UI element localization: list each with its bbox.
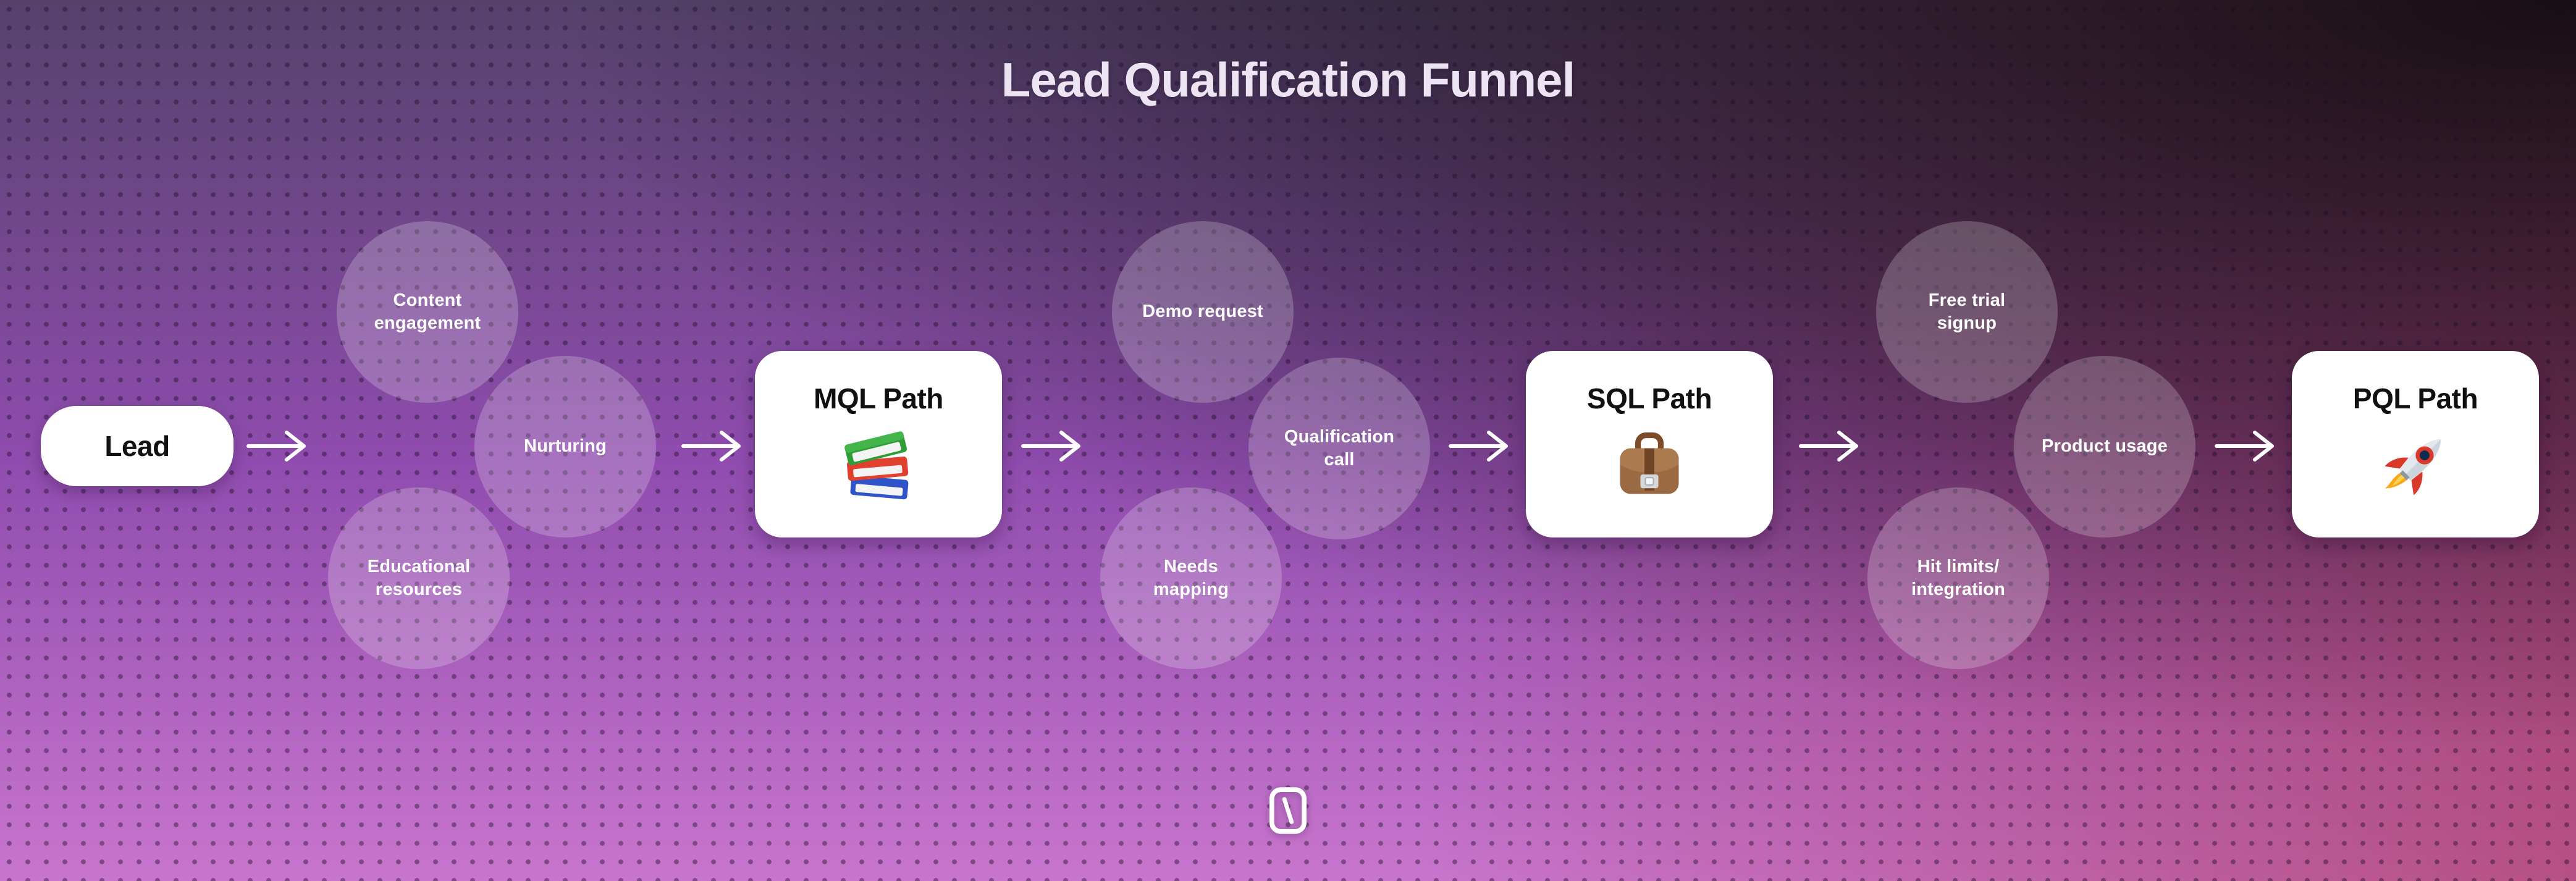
right-arrow-icon <box>1021 431 1080 462</box>
right-arrow-icon <box>681 431 741 462</box>
signal-label: Demo request <box>1142 301 1263 322</box>
napkin-logo-icon <box>1269 787 1307 834</box>
node-lead: Lead <box>41 406 234 486</box>
books-icon <box>844 431 909 500</box>
signal-bubble-educational-resources: Educational resources <box>328 487 510 669</box>
signal-bubble-qualification-call: Qualification call <box>1248 358 1430 539</box>
signal-label: Product usage <box>2041 436 2168 457</box>
signal-bubble-needs-mapping: Needs mapping <box>1100 487 1282 669</box>
signal-label: Educational resources <box>367 556 471 599</box>
card-title: SQL Path <box>1586 382 1712 415</box>
right-arrow-icon <box>1449 431 1508 462</box>
signal-bubble-free-trial-signup: Free trial signup <box>1876 221 2058 403</box>
right-arrow-icon <box>2215 431 2274 462</box>
card-title: PQL Path <box>2352 382 2478 415</box>
right-arrow-icon <box>1799 431 1858 462</box>
signal-bubble-demo-request: Demo request <box>1112 221 1294 403</box>
node-lead-label: Lead <box>104 430 170 462</box>
right-arrow-icon <box>246 431 306 462</box>
signal-label: Content engagement <box>374 290 481 333</box>
signal-bubble-nurturing: Nurturing <box>474 356 656 537</box>
card-mql-path: MQL Path <box>755 351 1002 537</box>
briefcase-icon <box>1620 432 1679 494</box>
rocket-icon <box>2384 439 2441 495</box>
card-sql-path: SQL Path <box>1526 351 1773 537</box>
signal-label: Free trial signup <box>1928 290 2006 333</box>
signal-label: Qualification call <box>1284 426 1395 470</box>
signal-bubble-product-usage: Product usage <box>2014 356 2195 537</box>
signal-label: Needs mapping <box>1153 556 1229 599</box>
signal-bubble-content-engagement: Content engagement <box>337 221 518 403</box>
page-title: Lead Qualification Funnel <box>1001 53 1575 107</box>
signal-label: Hit limits/ integration <box>1911 556 2006 599</box>
card-title: MQL Path <box>814 382 943 415</box>
signal-bubble-hit-limits-integration: Hit limits/ integration <box>1867 487 2049 669</box>
signal-label: Nurturing <box>524 436 607 457</box>
card-pql-path: PQL Path <box>2292 351 2539 537</box>
